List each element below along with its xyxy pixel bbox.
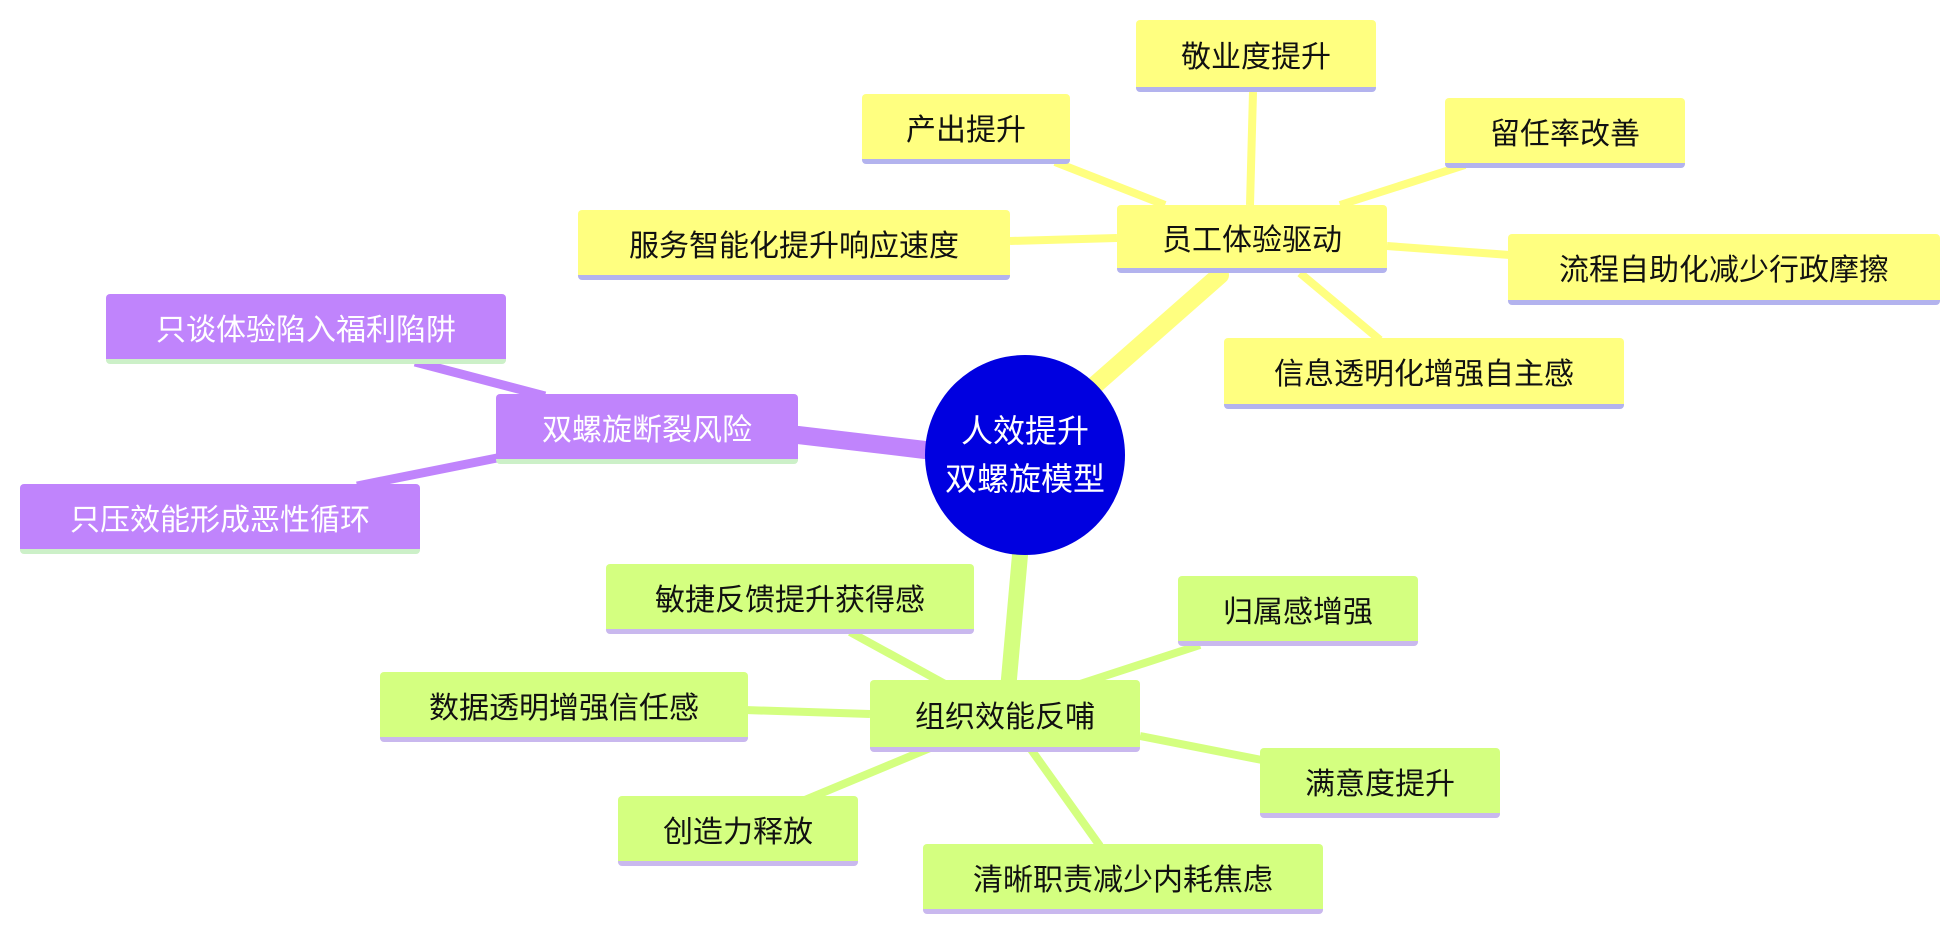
node-agile[interactable]: 敏捷反馈提升获得感 — [606, 564, 974, 634]
root-title-line1: 人效提升 — [960, 412, 1089, 450]
node-satisfaction[interactable]: 满意度提升 — [1260, 748, 1500, 818]
branch-risk[interactable]: 双螺旋断裂风险 — [496, 394, 798, 464]
link-exp-retention — [1338, 161, 1467, 209]
root-title-line2: 双螺旋模型 — [944, 460, 1105, 498]
link-eff-clarity — [1026, 745, 1104, 849]
node-welfare-trap[interactable]: 只谈体验陷入福利陷阱 — [106, 294, 506, 364]
link-eff-satisfaction — [1139, 732, 1263, 764]
branch-efficiency[interactable]: 组织效能反哺 — [870, 680, 1140, 752]
link-exp-service — [1009, 234, 1118, 245]
link-exp-engagement — [1246, 91, 1257, 206]
link-risk-vicious — [356, 453, 498, 491]
node-output[interactable]: 产出提升 — [862, 94, 1070, 164]
link-eff-creativity — [803, 744, 932, 804]
link-eff-data — [744, 706, 871, 718]
node-service[interactable]: 服务智能化提升响应速度 — [578, 210, 1010, 280]
link-root-experience — [1086, 266, 1229, 394]
branch-experience[interactable]: 员工体验驱动 — [1117, 205, 1387, 273]
node-creativity[interactable]: 创造力释放 — [618, 796, 858, 866]
node-info[interactable]: 信息透明化增强自主感 — [1224, 338, 1624, 409]
node-data[interactable]: 数据透明增强信任感 — [380, 672, 748, 742]
link-exp-process — [1386, 242, 1511, 259]
link-root-risk — [789, 426, 934, 459]
link-eff-agile — [848, 628, 947, 688]
link-risk-welfare — [413, 357, 547, 401]
link-eff-belonging — [1078, 641, 1202, 688]
node-belonging[interactable]: 归属感增强 — [1178, 576, 1418, 646]
node-retention[interactable]: 留任率改善 — [1445, 98, 1685, 168]
root-node[interactable]: 人效提升 双螺旋模型 — [925, 355, 1125, 555]
link-exp-info — [1297, 269, 1383, 344]
node-clarity[interactable]: 清晰职责减少内耗焦虑 — [923, 844, 1323, 914]
node-engagement[interactable]: 敬业度提升 — [1136, 20, 1376, 92]
link-root-efficiency — [1000, 547, 1028, 698]
link-exp-output — [1053, 158, 1167, 209]
node-process[interactable]: 流程自助化减少行政摩擦 — [1508, 234, 1940, 305]
node-vicious-cycle[interactable]: 只压效能形成恶性循环 — [20, 484, 420, 554]
